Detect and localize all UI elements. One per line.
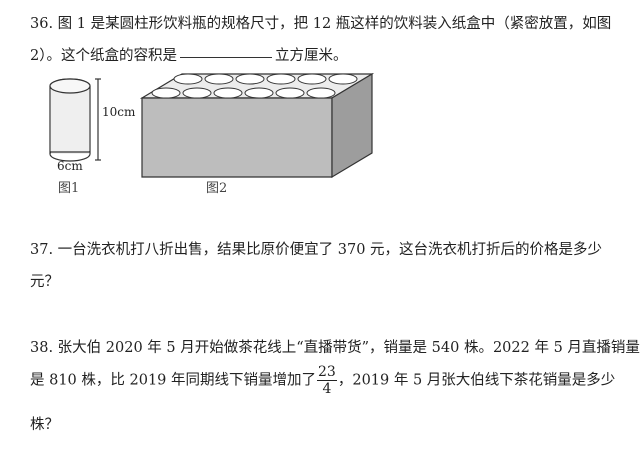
answer-blank: [179, 56, 272, 58]
figures-area: 10cm 6cm 图1 图2: [49, 72, 375, 196]
q36-text-before-blank: 2）。这个纸盒的容积是: [30, 48, 177, 64]
fig2-caption: 图2: [206, 181, 227, 196]
diameter-label: 6cm: [57, 159, 83, 173]
q38-line-3: 株？: [30, 417, 59, 433]
fraction-numerator: 23: [317, 364, 337, 381]
bottle-tops: [151, 73, 358, 99]
q36-line-1: 36. 图 1 是某圆柱形饮料瓶的规格尺寸，把 12 瓶这样的饮料装入纸盒中（紧…: [30, 16, 612, 32]
q37-line-2: 元？: [30, 274, 59, 290]
q36-line-2: 2）。这个纸盒的容积是 立方厘米。: [30, 44, 347, 65]
q38-line-1: 38. 张大伯 2020 年 5 月开始做茶花线上“直播带货”，销量是 540 …: [30, 340, 640, 356]
q38-text-before-fraction: 是 810 株，比 2019 年同期线下销量增加了: [30, 372, 317, 389]
q38-text-after-fraction: ，2019 年 5 月张大伯线下茶花销量是多少: [337, 372, 616, 389]
fig1-caption: 图1: [58, 181, 79, 196]
q37-line-1: 37. 一台洗衣机打八折出售，结果比原价便宜了 370 元，这台洗衣机打折后的价…: [30, 242, 603, 258]
cylinder-figure: [49, 78, 101, 162]
q36-text-after-blank: 立方厘米。: [274, 48, 348, 64]
box-figure: [139, 72, 375, 179]
height-label: 10cm: [102, 105, 136, 119]
fraction-denominator: 4: [322, 381, 332, 397]
